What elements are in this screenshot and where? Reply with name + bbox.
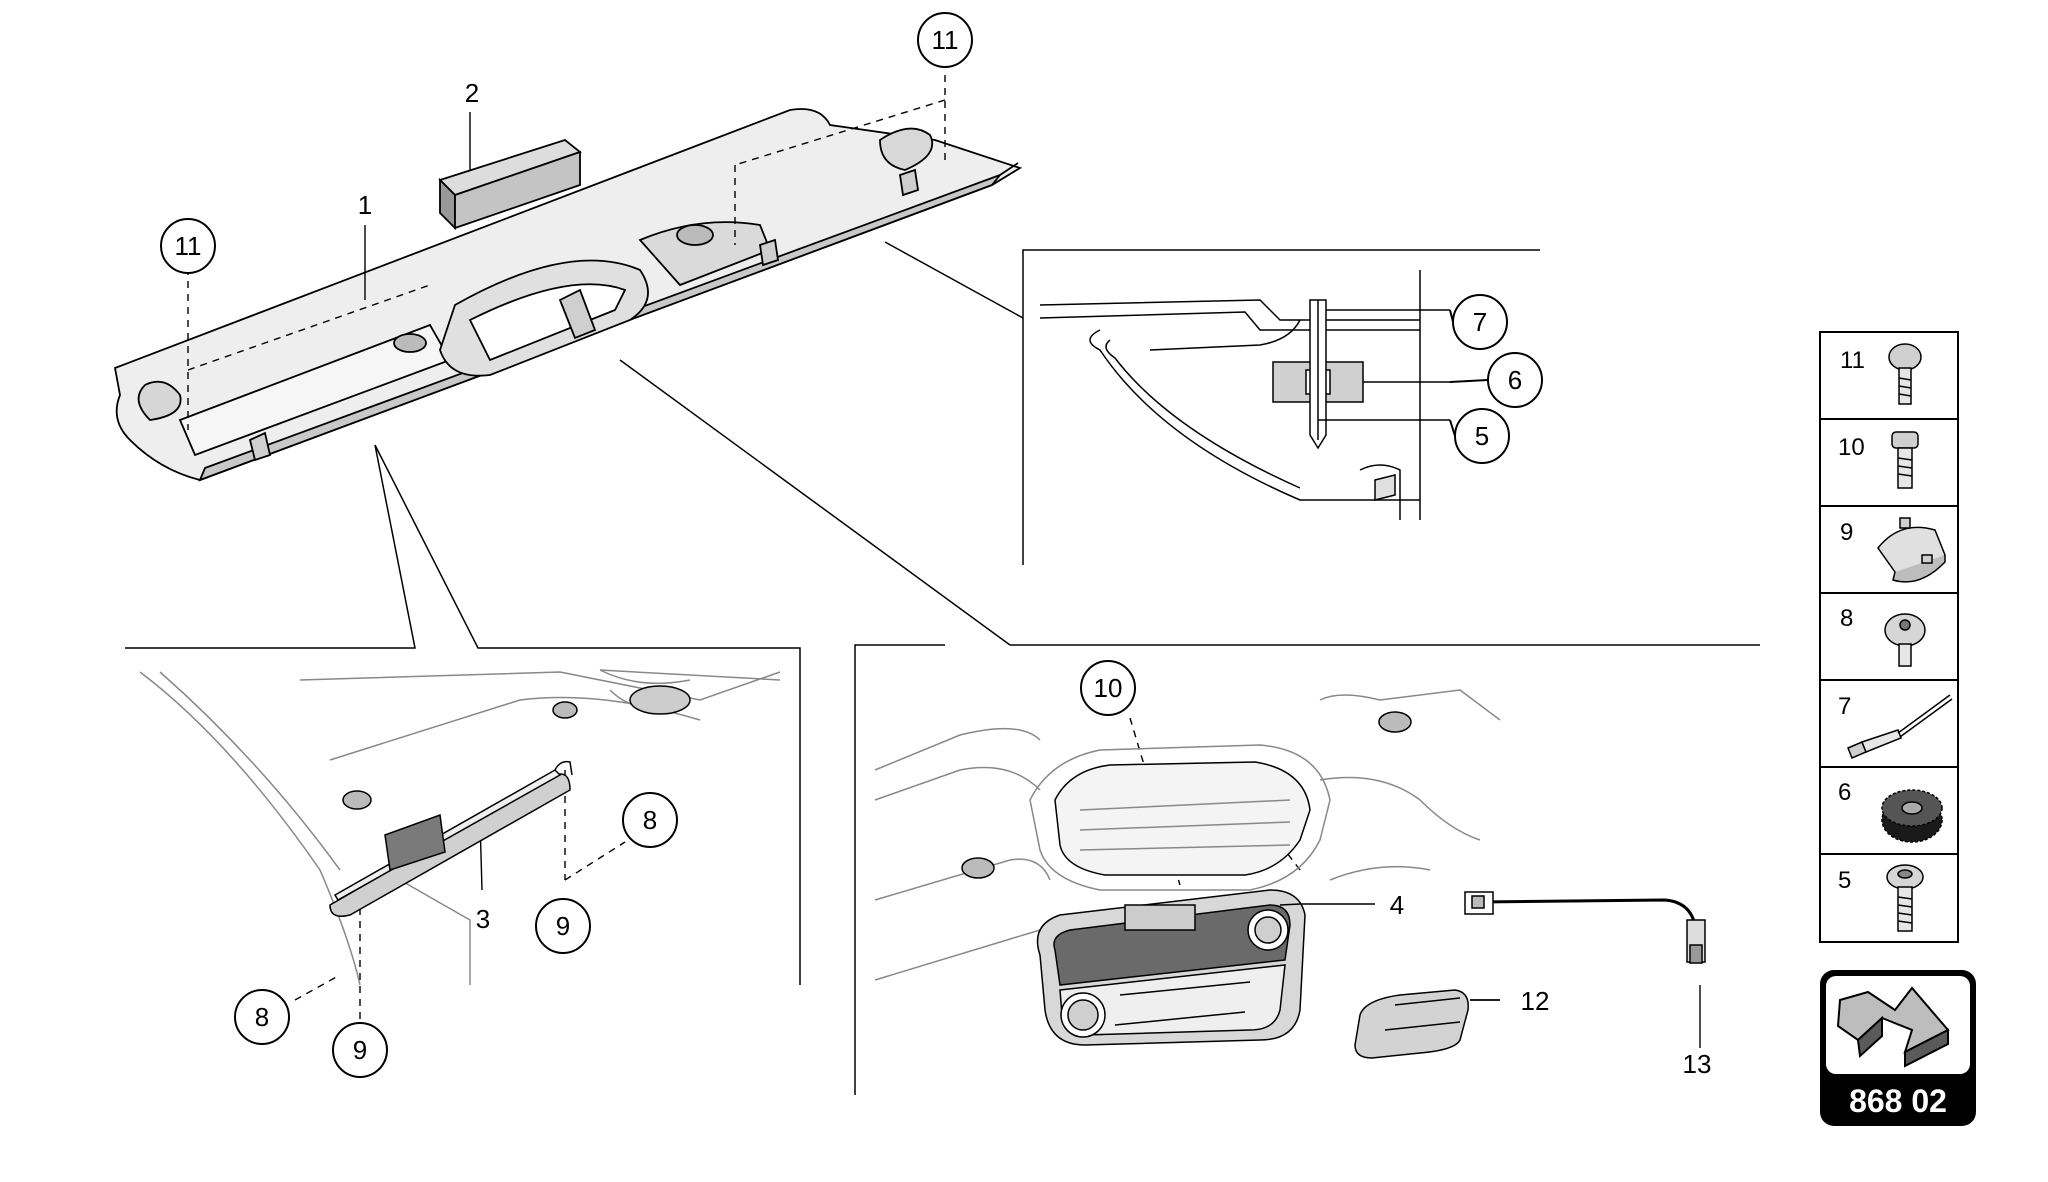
callout-11-left: 11 xyxy=(175,231,202,261)
legend-number-11: 11 xyxy=(1840,347,1865,374)
callout-13: 13 xyxy=(1683,1049,1712,1079)
callout-11-top: 11 xyxy=(932,25,959,55)
legend-number-7: 7 xyxy=(1838,693,1851,720)
toothed-washer-icon xyxy=(1881,789,1943,843)
callout-4: 4 xyxy=(1390,890,1404,920)
foam-block xyxy=(438,138,582,231)
callout-5: 5 xyxy=(1475,421,1489,451)
bolt-icon xyxy=(1891,431,1919,489)
sun-visor-detail-panel xyxy=(125,444,801,986)
callout-circles xyxy=(160,12,1543,1078)
headliner-assembly xyxy=(113,108,1023,482)
callout-2: 2 xyxy=(465,78,479,108)
legend-number-8: 8 xyxy=(1840,605,1853,632)
diagram-code-box: 868 02 xyxy=(1820,970,1976,1126)
callout-10: 10 xyxy=(1094,673,1123,703)
callout-7: 7 xyxy=(1473,307,1487,337)
parts-legend: 11 10 9 8 xyxy=(1819,331,1959,943)
callout-9-right: 9 xyxy=(556,911,570,941)
small-cover xyxy=(1354,989,1500,1059)
legend-number-6: 6 xyxy=(1838,779,1851,806)
overhead-console-detail-panel xyxy=(854,644,1501,1095)
callout-12: 12 xyxy=(1521,986,1550,1016)
mushroom-screw-icon xyxy=(1888,343,1922,405)
diagram-code: 868 02 xyxy=(1849,1083,1947,1119)
blind-rivet-icon xyxy=(1847,694,1953,759)
callout-9-left: 9 xyxy=(353,1035,367,1065)
callout-8-left: 8 xyxy=(255,1002,269,1032)
callout-1: 1 xyxy=(358,190,372,220)
direction-arrow-icon xyxy=(1836,986,1950,1068)
screw-icon xyxy=(1884,613,1926,667)
legend-number-9: 9 xyxy=(1840,519,1853,546)
clip-cap-icon xyxy=(1877,517,1946,583)
callout-8-right: 8 xyxy=(643,805,657,835)
screw-icon xyxy=(1886,864,1924,932)
wiring-harness xyxy=(1464,891,1706,964)
callout-3: 3 xyxy=(476,904,490,934)
legend-number-10: 10 xyxy=(1838,434,1865,461)
rivet-detail-panel xyxy=(619,241,1760,646)
callout-6: 6 xyxy=(1508,365,1522,395)
legend-number-5: 5 xyxy=(1838,867,1851,894)
